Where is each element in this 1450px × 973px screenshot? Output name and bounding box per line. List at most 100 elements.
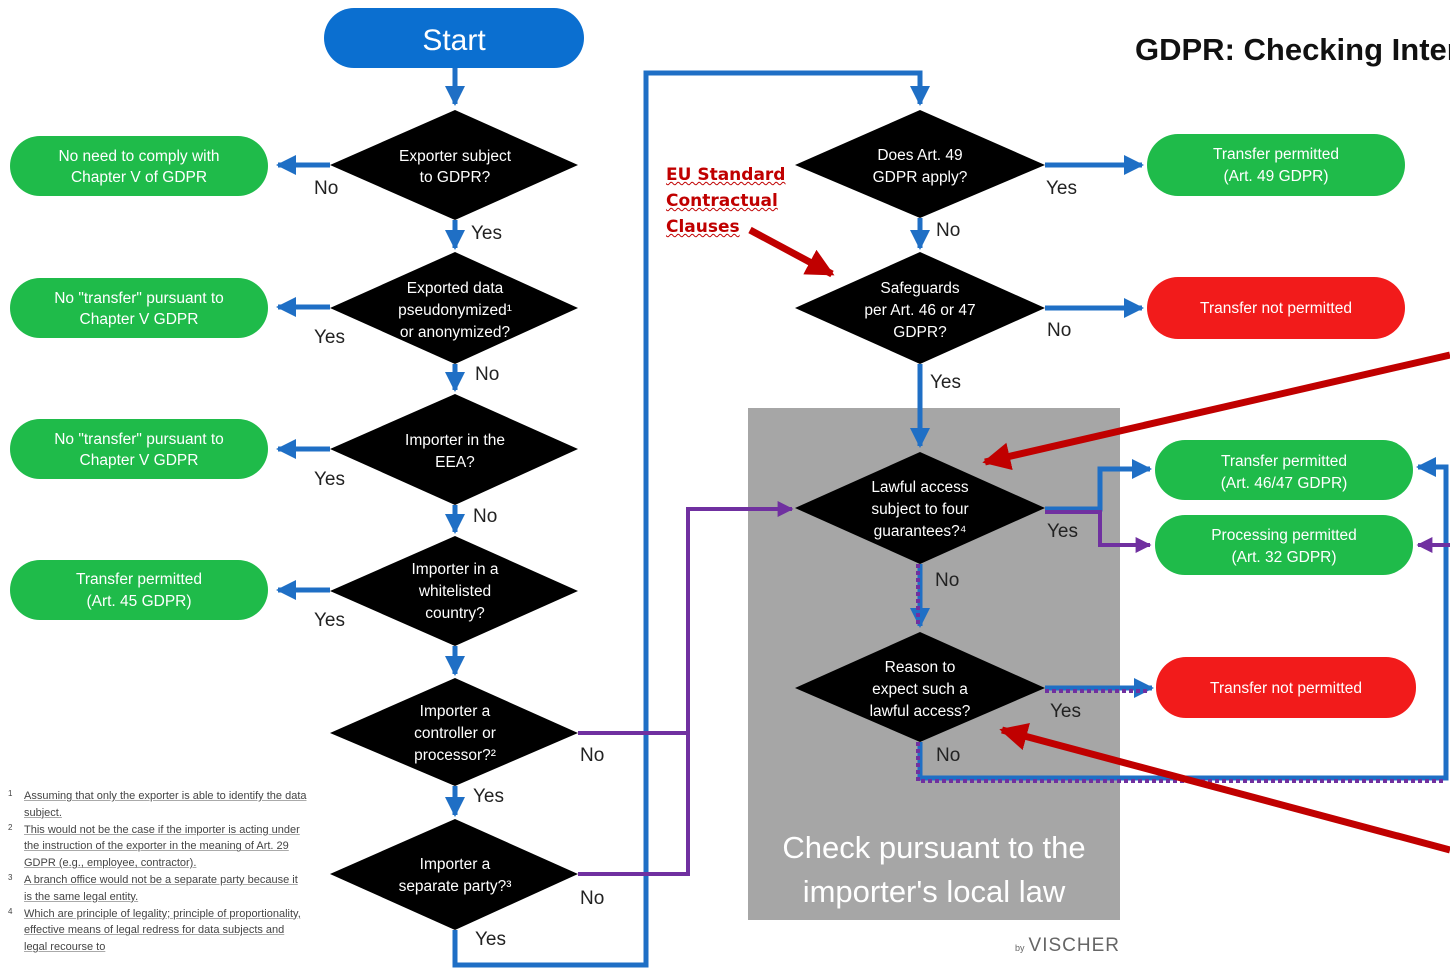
edge-label-yes: Yes xyxy=(1050,701,1081,722)
outcome-permitted-45 xyxy=(10,560,268,620)
svg-text:Reason to: Reason to xyxy=(885,659,956,676)
edge-label-yes: Yes xyxy=(1047,521,1078,542)
local-law-caption-line: importer's local law xyxy=(802,874,1066,909)
edge-label-no: No xyxy=(936,220,961,241)
svg-text:or anonymized?: or anonymized? xyxy=(400,324,511,341)
svg-text:Chapter V GDPR: Chapter V GDPR xyxy=(80,311,199,328)
svg-text:expect such a: expect such a xyxy=(872,681,968,698)
svg-text:Chapter V of GDPR: Chapter V of GDPR xyxy=(71,169,207,186)
svg-text:Transfer not permitted: Transfer not permitted xyxy=(1210,680,1362,697)
outcome-not-permitted-1 xyxy=(1147,277,1405,339)
eu-clauses-line: Contractual xyxy=(666,191,778,211)
decision-controller xyxy=(330,678,578,786)
decision-pseudonymized xyxy=(330,252,578,364)
edge-label-yes: Yes xyxy=(475,929,506,950)
svg-text:(Art. 32 GDPR): (Art. 32 GDPR) xyxy=(1231,549,1336,566)
svg-text:to GDPR?: to GDPR? xyxy=(420,169,491,186)
svg-text:Does Art. 49: Does Art. 49 xyxy=(877,147,962,164)
outcome-pills xyxy=(10,134,1416,718)
svg-text:Transfer permitted: Transfer permitted xyxy=(1213,146,1339,163)
edge-label-yes: Yes xyxy=(471,223,502,244)
svg-text:guarantees?⁴: guarantees?⁴ xyxy=(874,523,967,540)
edge-label-no: No xyxy=(580,745,605,766)
svg-text:country?: country? xyxy=(425,605,485,622)
svg-text:separate party?³: separate party?³ xyxy=(399,878,512,895)
svg-text:Chapter V GDPR: Chapter V GDPR xyxy=(80,452,199,469)
local-law-caption: Check pursuant to the importer's local l… xyxy=(750,826,1118,914)
outcome-permitted-46 xyxy=(1155,440,1413,500)
svg-text:Exporter subject: Exporter subject xyxy=(399,148,512,165)
svg-text:Importer a: Importer a xyxy=(420,703,491,720)
red-pointer-arrows xyxy=(748,226,1450,854)
edge-label-yes: Yes xyxy=(1046,178,1077,199)
svg-text:processor?²: processor?² xyxy=(414,747,496,764)
edge-label-no: No xyxy=(314,178,339,199)
edge-label-no: No xyxy=(473,506,498,527)
svg-text:No need to comply with: No need to comply with xyxy=(58,148,219,165)
svg-text:GDPR?: GDPR? xyxy=(893,324,947,341)
svg-text:(Art. 45 GDPR): (Art. 45 GDPR) xyxy=(86,593,191,610)
svg-text:subject to four: subject to four xyxy=(871,501,968,518)
svg-text:No "transfer" pursuant to: No "transfer" pursuant to xyxy=(54,431,224,448)
edge-label-no: No xyxy=(475,364,500,385)
purple-arrows xyxy=(578,501,1450,876)
decision-art49 xyxy=(795,110,1045,218)
svg-text:Exported data: Exported data xyxy=(407,280,504,297)
decision-exporter-subject xyxy=(330,110,578,220)
svg-text:Transfer not permitted: Transfer not permitted xyxy=(1200,300,1352,317)
outcome-not-permitted-2 xyxy=(1156,657,1416,718)
svg-text:Processing permitted: Processing permitted xyxy=(1211,527,1357,544)
svg-text:No "transfer" pursuant to: No "transfer" pursuant to xyxy=(54,290,224,307)
page-title: GDPR: Checking Inter xyxy=(1135,32,1450,67)
outcome-permitted-49 xyxy=(1147,134,1405,196)
decision-diamonds xyxy=(330,110,1045,930)
svg-text:(Art. 46/47 GDPR): (Art. 46/47 GDPR) xyxy=(1221,475,1348,492)
decision-whitelisted xyxy=(330,536,578,646)
svg-text:Safeguards: Safeguards xyxy=(880,280,960,297)
svg-text:Transfer permitted: Transfer permitted xyxy=(1221,453,1347,470)
eu-clauses-line: Clauses xyxy=(666,217,740,237)
edge-label-yes: Yes xyxy=(473,786,504,807)
outcome-no-need xyxy=(10,136,268,196)
edge-label-yes: Yes xyxy=(930,372,961,393)
decision-safeguards xyxy=(795,252,1045,364)
outcome-processing-32 xyxy=(1155,515,1413,575)
svg-text:Transfer permitted: Transfer permitted xyxy=(76,571,202,588)
svg-text:GDPR apply?: GDPR apply? xyxy=(873,169,968,186)
svg-text:per Art. 46 or 47: per Art. 46 or 47 xyxy=(864,302,975,319)
edge-label-yes: Yes xyxy=(314,327,345,348)
eu-clauses-annotation: EU Standard Contractual Clauses xyxy=(666,162,785,240)
node-texts: Start Exporter subject to GDPR? Exported… xyxy=(54,24,1362,895)
svg-text:(Art. 49 GDPR): (Art. 49 GDPR) xyxy=(1223,168,1328,185)
start-node xyxy=(324,8,584,68)
edge-label-no: No xyxy=(580,888,605,909)
edge-label-no: No xyxy=(935,570,960,591)
svg-text:Lawful access: Lawful access xyxy=(871,479,969,496)
svg-text:whitelisted: whitelisted xyxy=(418,583,491,600)
svg-text:Importer a: Importer a xyxy=(420,856,491,873)
left-column-arrows xyxy=(276,68,930,968)
outcome-no-transfer-2 xyxy=(10,419,268,479)
svg-text:Importer in the: Importer in the xyxy=(405,432,505,449)
svg-text:lawful access?: lawful access? xyxy=(870,703,971,720)
decision-separate-party xyxy=(330,819,578,930)
svg-text:controller or: controller or xyxy=(414,725,496,742)
local-law-caption-line: Check pursuant to the xyxy=(782,830,1086,865)
start-text: Start xyxy=(422,24,486,57)
svg-text:Importer in a: Importer in a xyxy=(411,561,498,578)
outcome-no-transfer-1 xyxy=(10,278,268,338)
svg-text:pseudonymized¹: pseudonymized¹ xyxy=(398,302,512,319)
edge-label-no: No xyxy=(936,745,961,766)
edge-label-yes: Yes xyxy=(314,610,345,631)
decision-lawful-access xyxy=(795,452,1045,564)
edge-label-yes: Yes xyxy=(314,469,345,490)
decision-importer-eea xyxy=(330,394,578,505)
eu-clauses-line: EU Standard xyxy=(666,165,786,185)
decision-reason xyxy=(795,632,1045,742)
